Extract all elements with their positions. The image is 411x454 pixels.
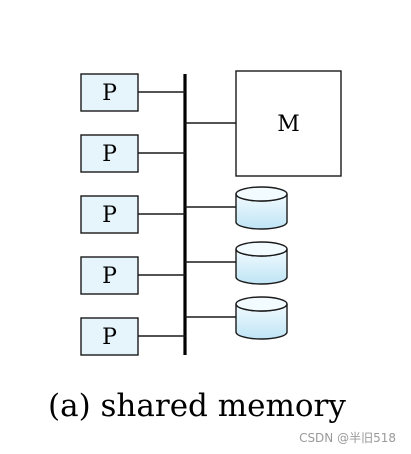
- disk-top: [235, 296, 288, 312]
- processor-label: P: [102, 264, 117, 289]
- processor-node: P: [80, 256, 185, 295]
- processor-label: P: [102, 142, 117, 167]
- processor-box: [80, 195, 139, 234]
- memory-box: [235, 70, 342, 177]
- processor-node: P: [80, 134, 185, 173]
- processor-node: P: [80, 317, 185, 356]
- watermark: CSDN @半旧518: [299, 431, 396, 445]
- processor-label: P: [102, 203, 117, 228]
- memory-label: M: [277, 112, 300, 137]
- processor-label: P: [102, 81, 117, 106]
- disk-top: [235, 186, 288, 202]
- disk-node: [185, 241, 288, 285]
- memory-node: M: [185, 70, 342, 177]
- disk-node: [185, 296, 288, 340]
- processor-node: P: [80, 195, 185, 234]
- processor-node: P: [80, 73, 185, 112]
- processor-box: [80, 317, 139, 356]
- processor-label: P: [102, 325, 117, 350]
- disk-node: [185, 186, 288, 230]
- figure-caption: (a) shared memory: [48, 388, 346, 424]
- disk-top: [235, 241, 288, 257]
- processor-box: [80, 256, 139, 295]
